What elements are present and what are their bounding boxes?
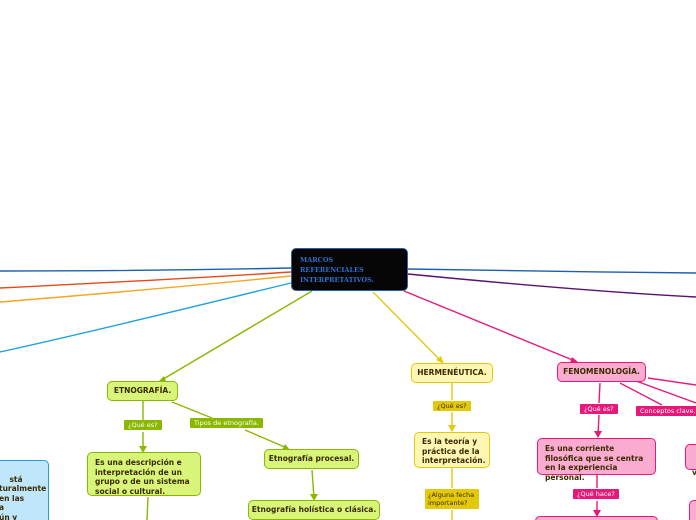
etnografia-type1: Etnografía procesal. bbox=[268, 454, 355, 463]
hermeneutica-definition: Es la teoría y práctica de la interpreta… bbox=[422, 437, 486, 465]
connector-purple-right bbox=[407, 273, 696, 298]
connector-blue-left bbox=[0, 267, 292, 272]
left-partial-node[interactable]: stá turalmente en las a ún y bbox=[0, 460, 49, 520]
arrowhead bbox=[448, 425, 456, 432]
etnografia-q-tag[interactable]: ¿Qué es? bbox=[124, 420, 162, 430]
hermeneutica-title: HERMENÉUTICA. bbox=[417, 368, 487, 377]
arrowhead bbox=[593, 510, 601, 517]
etnografia-definition-node[interactable]: Es una descripción e interpretación de u… bbox=[87, 452, 201, 496]
etnografia-types-label: Tipos de etnografía. bbox=[194, 419, 259, 427]
fenomenologia-node[interactable]: FENOMENOLOGÍA. bbox=[557, 362, 646, 382]
fenomenologia-child-node[interactable] bbox=[535, 516, 658, 520]
arrowhead bbox=[282, 444, 290, 450]
connector-blue-right bbox=[407, 268, 696, 274]
connector-etno-types bbox=[171, 401, 213, 419]
arrowhead bbox=[594, 431, 602, 438]
arrowhead bbox=[139, 446, 147, 453]
fenomenologia-title: FENOMENOLOGÍA. bbox=[563, 367, 640, 376]
left-partial-text: stá turalmente en las a ún y bbox=[0, 474, 47, 520]
fenomenologia-does-tag[interactable]: ¿Qué hace? bbox=[573, 489, 619, 499]
fenomenologia-does-label: ¿Qué hace? bbox=[577, 490, 615, 498]
connector-root-fenomenologia bbox=[403, 290, 576, 362]
connector-feno-q bbox=[598, 382, 601, 404]
connector-feno-right1 bbox=[635, 380, 696, 404]
hermeneutica-q-tag[interactable]: ¿Qué es? bbox=[433, 401, 471, 411]
etnografia-definition: Es una descripción e interpretación de u… bbox=[95, 458, 190, 496]
etnografia-types-tag[interactable]: Tipos de etnografía. bbox=[190, 418, 263, 428]
fenomenologia-q-tag[interactable]: ¿Qué es? bbox=[580, 404, 618, 414]
fenomenologia-right-node[interactable]: T v bbox=[685, 444, 696, 477]
fenomenologia-right-lower-node[interactable] bbox=[689, 500, 696, 520]
arrowhead bbox=[570, 357, 578, 363]
etnografia-node[interactable]: ETNOGRAFÍA. bbox=[107, 381, 178, 401]
connector-root-etnografia bbox=[159, 290, 313, 382]
arrowhead bbox=[436, 356, 444, 364]
connector-feno-right2 bbox=[647, 377, 696, 386]
connector-procesal-holistica bbox=[311, 469, 315, 499]
hermeneutica-node[interactable]: HERMENÉUTICA. bbox=[411, 363, 493, 383]
etnografia-procesal-node[interactable]: Etnografía procesal. bbox=[264, 449, 359, 469]
connector-etno-def-down bbox=[146, 496, 149, 520]
fenomenologia-right-partial: T v bbox=[692, 468, 696, 477]
fenomenologia-q-label: ¿Qué es? bbox=[584, 405, 614, 413]
fenomenologia-concepts-label: Conceptos clave. bbox=[640, 407, 696, 415]
connector-root-hermeneutica bbox=[372, 291, 443, 363]
etnografia-q-label: ¿Qué es? bbox=[128, 421, 158, 429]
fenomenologia-definition-node[interactable]: Es una corriente filosófica que se centr… bbox=[537, 438, 656, 482]
etnografia-type2: Etnografía holística o clásica. bbox=[251, 505, 377, 514]
connector-cyan-left bbox=[0, 282, 292, 353]
connector-types-procesal bbox=[244, 429, 288, 449]
fenomenologia-concepts-tag[interactable]: Conceptos clave. bbox=[636, 406, 696, 416]
fenomenologia-definition: Es una corriente filosófica que se centr… bbox=[545, 444, 644, 482]
hermeneutica-date-label: ¿Alguna fecha importante? bbox=[428, 491, 475, 507]
etnografia-holistica-node[interactable]: Etnografía holística o clásica. bbox=[248, 500, 380, 520]
root-title: MARCOS REFERENCIALES INTERPRETATIVOS. bbox=[300, 256, 374, 284]
root-node[interactable]: MARCOS REFERENCIALES INTERPRETATIVOS. bbox=[291, 248, 408, 291]
arrowhead bbox=[310, 494, 318, 501]
hermeneutica-definition-node[interactable]: Es la teoría y práctica de la interpreta… bbox=[414, 432, 490, 468]
etnografia-title: ETNOGRAFÍA. bbox=[113, 386, 172, 395]
hermeneutica-date-tag[interactable]: ¿Alguna fecha importante? bbox=[425, 489, 479, 509]
connector-orange-left bbox=[0, 275, 292, 303]
connector-red-left bbox=[0, 271, 292, 289]
connector-feno-concepts bbox=[619, 382, 663, 406]
hermeneutica-q-label: ¿Qué es? bbox=[437, 402, 467, 410]
